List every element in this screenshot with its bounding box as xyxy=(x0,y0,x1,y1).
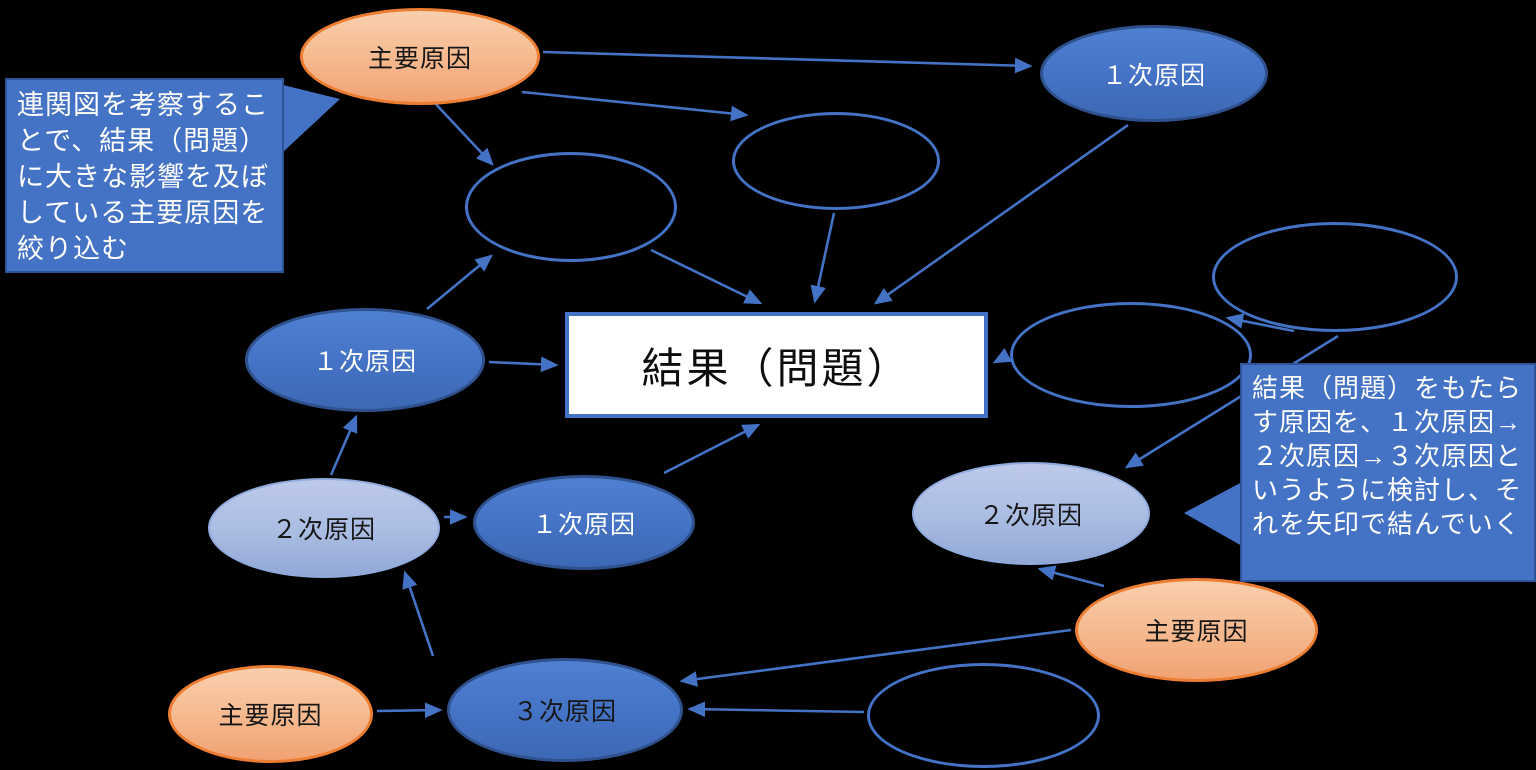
callout-right: 結果（問題）をもたらす原因を、１次原因→２次原因→３次原因というように検討し、そ… xyxy=(1240,363,1536,582)
arrow-primary-middle-to-result xyxy=(663,423,761,475)
arrow-empty-upperleft-to-result xyxy=(650,248,763,305)
result-box: 結果（問題） xyxy=(565,312,988,418)
arrow-empty-midright-to-result xyxy=(992,347,1012,364)
arrow-empty-uppermiddle-to-result xyxy=(810,212,836,304)
node-primary-cause-left: １次原因 xyxy=(245,308,485,412)
node-empty-top-right xyxy=(1212,222,1458,332)
callout-left-text: 連関図を考察することで、結果（問題）に大きな影響を及ぼしている主要原因を絞り込む xyxy=(17,90,269,264)
callout-right-tail xyxy=(1184,482,1242,546)
node-main-cause-bottom-left: 主要原因 xyxy=(168,665,373,763)
arrow-maincause-top-to-empty-uppermiddle xyxy=(521,90,749,122)
arrow-maincause-bottomleft-to-tertiary xyxy=(376,702,443,719)
node-empty-upper-left xyxy=(465,152,677,262)
node-empty-bottom xyxy=(867,663,1100,768)
node-main-cause-bottom-right: 主要原因 xyxy=(1075,578,1318,682)
arrow-maincause-bottomright-to-secondary-right xyxy=(1037,565,1105,588)
node-secondary-cause-left: ２次原因 xyxy=(208,478,440,578)
arrow-tertiary-to-secondary-left xyxy=(402,570,435,657)
arrow-secondary-left-to-primary-left xyxy=(329,414,358,476)
arrow-primary-left-to-empty-upperleft xyxy=(426,254,494,311)
node-empty-mid-right xyxy=(1010,302,1252,408)
node-main-cause-top: 主要原因 xyxy=(300,8,540,105)
node-primary-cause-top-right: １次原因 xyxy=(1040,25,1268,122)
arrow-maincause-top-to-empty-upperleft xyxy=(431,99,494,166)
node-empty-upper-middle xyxy=(732,112,940,210)
node-tertiary-cause: ３次原因 xyxy=(447,658,683,762)
arrow-primary-left-to-result xyxy=(488,356,559,373)
callout-right-text: 結果（問題）をもたらす原因を、１次原因→２次原因→３次原因というように検討し、そ… xyxy=(1252,373,1523,539)
arrow-maincause-top-to-primary-topright xyxy=(542,50,1033,74)
arrow-empty-bottom-to-tertiary xyxy=(687,701,865,718)
node-secondary-cause-right: ２次原因 xyxy=(912,462,1150,565)
callout-left: 連関図を考察することで、結果（問題）に大きな影響を及ぼしている主要原因を絞り込む xyxy=(5,78,284,273)
callout-left-tail xyxy=(283,85,340,152)
node-primary-cause-middle: １次原因 xyxy=(473,475,695,570)
